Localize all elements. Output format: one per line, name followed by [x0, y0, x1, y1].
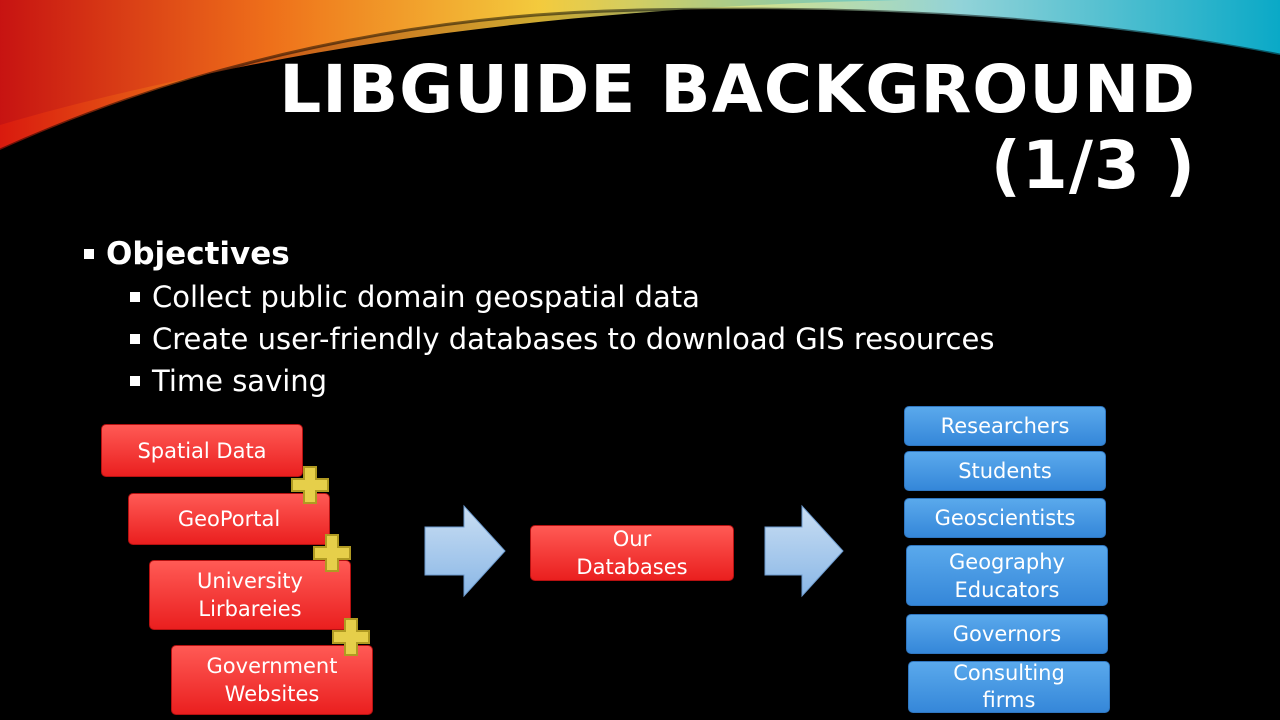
plus-icon [332, 618, 370, 656]
objective-item: Create user-friendly databases to downlo… [130, 318, 994, 360]
plus-icon [313, 534, 351, 572]
objectives-list: Objectives Collect public domain geospat… [84, 232, 994, 402]
source-spatial-data: Spatial Data [101, 424, 303, 477]
source-geoportal: GeoPortal [128, 493, 330, 545]
audience-geoscientists: Geoscientists [904, 498, 1106, 538]
decorative-swoosh [0, 0, 1280, 152]
our-databases-box: Our Databases [530, 525, 734, 581]
objectives-heading-item: Objectives [84, 232, 994, 276]
audience-researchers: Researchers [904, 406, 1106, 446]
audience-geography-educators: Geography Educators [906, 545, 1108, 606]
audience-governors: Governors [906, 614, 1108, 654]
right-arrow-icon [424, 504, 506, 598]
bullet-square-icon [84, 249, 94, 259]
objective-text: Create user-friendly databases to downlo… [152, 322, 995, 356]
objective-item: Time saving [130, 360, 994, 402]
audience-students: Students [904, 451, 1106, 491]
objective-text: Time saving [152, 364, 328, 398]
source-university-libraries: University Lirbareies [149, 560, 351, 630]
title-line-1: LIBGUIDE BACKGROUND [279, 51, 1196, 128]
bullet-square-icon [130, 334, 140, 344]
objectives-heading: Objectives [106, 236, 290, 272]
source-government-websites: Government Websites [171, 645, 373, 715]
bullet-square-icon [130, 292, 140, 302]
objective-text: Collect public domain geospatial data [152, 280, 700, 314]
slide-title: LIBGUIDE BACKGROUND (1/3 ) [279, 52, 1196, 204]
audience-consulting-firms: Consulting firms [908, 661, 1110, 713]
plus-icon [291, 466, 329, 504]
objective-item: Collect public domain geospatial data [130, 276, 994, 318]
right-arrow-icon [764, 504, 844, 598]
bullet-square-icon [130, 376, 140, 386]
title-line-2: (1/3 ) [990, 127, 1196, 204]
